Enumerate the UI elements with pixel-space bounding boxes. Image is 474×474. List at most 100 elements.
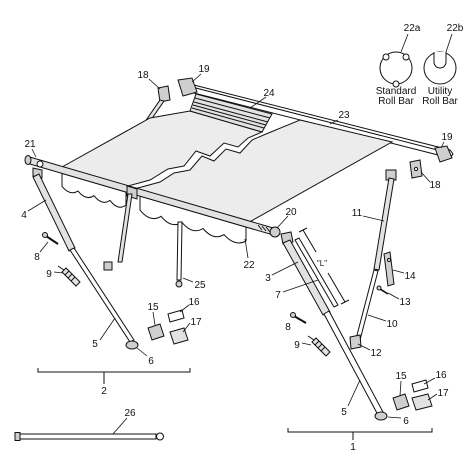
left-upper-arm xyxy=(32,173,76,252)
spring-coil xyxy=(257,224,263,231)
callout-center-pole: 25 xyxy=(194,280,206,291)
leader-line xyxy=(440,141,445,149)
callout-right-upper-arm: 3 xyxy=(265,273,271,284)
left-bottom-bracket xyxy=(147,323,165,341)
leader-line xyxy=(271,261,299,276)
roll-stripe xyxy=(193,101,269,123)
callout-left-bottom-hardware: 17 xyxy=(190,317,202,328)
callout-left-knob: 9 xyxy=(46,269,52,280)
leader-line xyxy=(99,317,116,341)
center-pole-knob xyxy=(175,280,183,288)
right-lower-arm xyxy=(323,310,384,416)
awning-rod-cap xyxy=(14,432,21,441)
rear-end-cap-right xyxy=(434,145,453,163)
knob-grip-line xyxy=(64,270,70,276)
rear-rail-edge xyxy=(187,85,450,154)
left-bottom-hardware xyxy=(169,327,189,345)
right-bottom-bracket xyxy=(392,393,410,411)
callout-right-foot: 6 xyxy=(403,416,409,427)
left-bottom-plate xyxy=(167,309,185,323)
rear-bracket-left xyxy=(157,85,171,103)
center-pole xyxy=(176,221,183,281)
utility-roll-bar-label-line1: Utility xyxy=(428,86,452,97)
knob-grip-line xyxy=(70,276,76,282)
leader-line xyxy=(387,292,400,300)
leader-line xyxy=(362,215,385,222)
right-assembly-bracket xyxy=(287,428,433,440)
leader-line xyxy=(301,342,312,346)
utility-roll-bar-section: 22b Utility Roll Bar xyxy=(422,23,464,107)
dimension-tick xyxy=(298,227,308,233)
callout-right-knob: 9 xyxy=(294,340,300,351)
callout-left-foot: 6 xyxy=(148,356,154,367)
right-bottom-plate xyxy=(411,379,429,393)
leader-line xyxy=(423,377,436,385)
callout-left-arm-assembly: 2 xyxy=(101,386,107,397)
callout-rear-end-cap-left: 19 xyxy=(198,64,210,75)
left-screw-head xyxy=(42,232,48,238)
right-rafter-top-bracket xyxy=(385,169,397,181)
leader-line xyxy=(249,96,267,109)
left-lower-arm xyxy=(69,247,135,343)
leader-line xyxy=(427,393,438,401)
left-rafter xyxy=(117,193,133,263)
dimension-tick xyxy=(340,299,350,305)
right-rafter-lower xyxy=(355,269,379,341)
roll-stripe xyxy=(192,104,267,126)
leader-line xyxy=(27,199,47,212)
callout-right-lower-arm: 5 xyxy=(341,407,347,418)
callout-right-arm-assembly: 1 xyxy=(350,442,356,453)
left-arm-group xyxy=(32,167,189,350)
leader-line xyxy=(31,148,37,158)
callout-right-bottom-plate: 16 xyxy=(435,370,447,381)
leader-line xyxy=(420,171,431,183)
leader-line xyxy=(400,33,409,53)
right-bottom-hardware xyxy=(411,393,433,411)
leader-line xyxy=(244,238,249,259)
callout-rear-end-cap-right: 19 xyxy=(441,132,453,143)
roll-stripe xyxy=(194,97,271,119)
callout-left-lower-arm: 5 xyxy=(92,339,98,350)
utility-roll-bar-channel xyxy=(433,52,447,69)
left-rafter-clip xyxy=(103,261,113,271)
callout-left-bottom-bracket: 15 xyxy=(147,302,159,313)
leader-line xyxy=(445,33,453,53)
callout-striped-roll: 24 xyxy=(263,88,275,99)
right-rafter-clip xyxy=(349,334,362,350)
standard-roll-bar-label-line2: Roll Bar xyxy=(378,96,414,107)
right-inner-arm xyxy=(294,237,339,308)
callout-right-rafter-upper: 11 xyxy=(352,208,363,219)
knob-grip-line xyxy=(314,340,320,346)
left-knob-stem xyxy=(57,265,65,271)
spring-coil xyxy=(261,225,267,232)
awning-rod-hook xyxy=(156,432,164,441)
callout-right-rafter-clip: 12 xyxy=(370,348,382,359)
leader-line xyxy=(53,271,64,274)
callout-right-rafter-lower: 10 xyxy=(386,319,398,330)
callout-rear-bracket-right: 18 xyxy=(429,180,441,191)
leader-line xyxy=(39,241,49,253)
leader-line xyxy=(191,73,202,83)
leader-line xyxy=(152,311,156,326)
right-screw-head xyxy=(290,312,296,318)
leader-line xyxy=(136,347,148,357)
leader-line xyxy=(282,279,319,293)
front-end-cap-left xyxy=(24,155,32,165)
front-roller-group xyxy=(24,155,281,244)
standard-roll-bar-notch xyxy=(382,53,390,61)
length-dimension-line xyxy=(302,229,317,253)
knob-grip-line xyxy=(320,346,326,352)
leader-line xyxy=(112,417,128,435)
front-end-bolt-icon xyxy=(36,160,44,168)
left-valance xyxy=(61,172,127,208)
callout-length-dimension: "L" xyxy=(317,259,327,268)
right-knob-stem xyxy=(307,335,315,341)
leader-line xyxy=(367,314,387,322)
leader-line xyxy=(347,379,361,407)
callout-right-inner-arm: 7 xyxy=(275,290,281,301)
callout-rear-bracket-left: 18 xyxy=(137,70,149,81)
left-screw-icon xyxy=(45,235,59,245)
right-knob xyxy=(311,337,331,357)
right-rafter-screw-head xyxy=(376,285,382,291)
right-foot xyxy=(374,411,388,421)
